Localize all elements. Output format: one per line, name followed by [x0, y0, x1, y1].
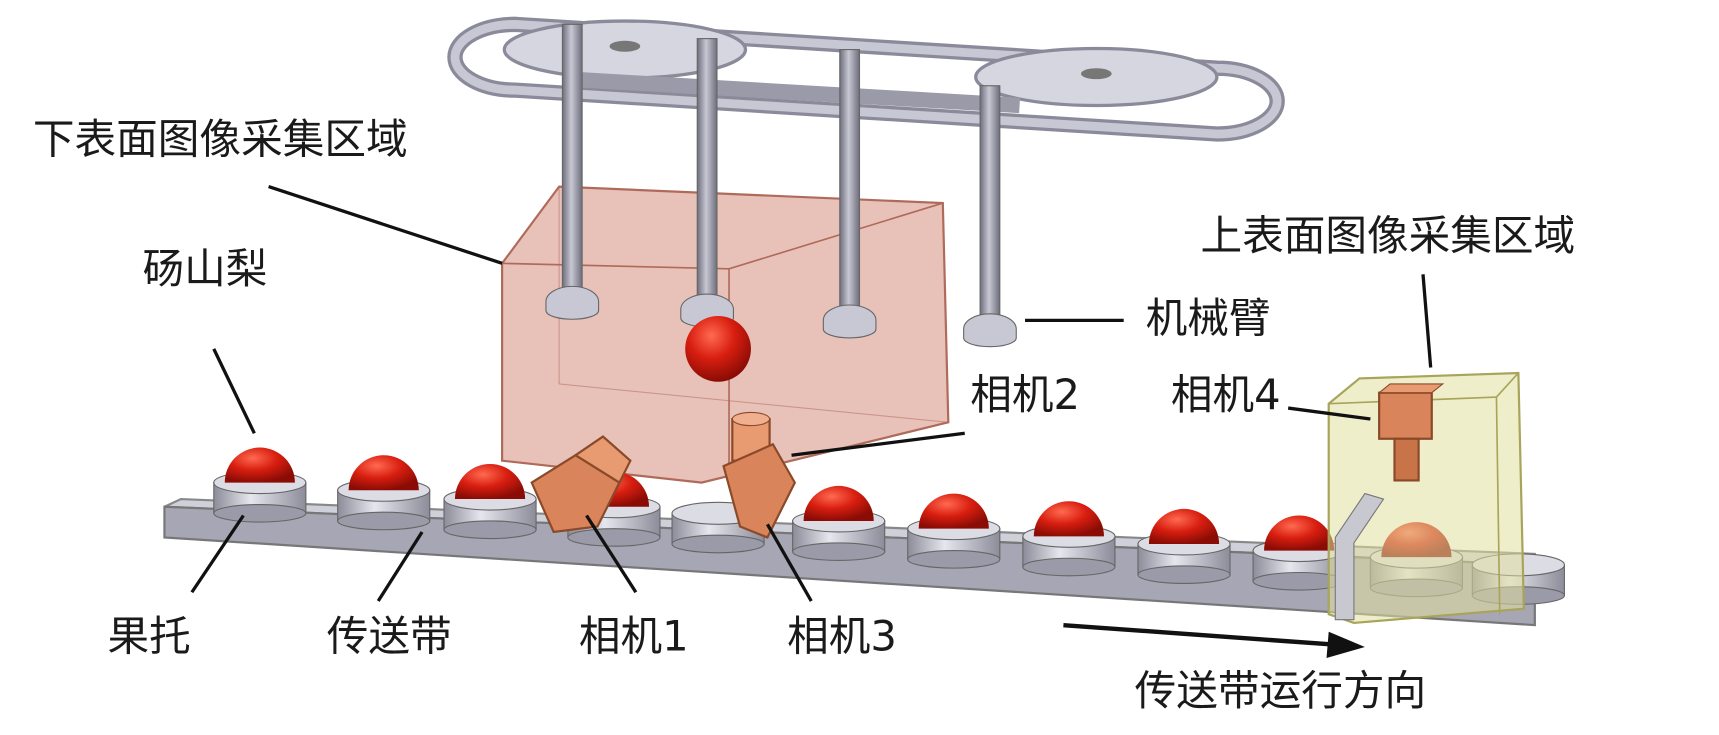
camera-1	[530, 435, 632, 534]
pear	[1033, 501, 1104, 537]
fruit-tray	[337, 455, 431, 531]
fruit-tray	[213, 447, 307, 523]
fruit-tray	[443, 463, 537, 540]
label-lower-surface-area: 下表面图像采集区域	[33, 115, 408, 164]
camera-4	[1377, 383, 1445, 482]
label-robot-arm: 机械臂	[1146, 293, 1271, 342]
fruit-tray	[792, 485, 886, 561]
fruit-tray	[1137, 508, 1231, 585]
label-conveyor-belt: 传送带	[327, 611, 452, 660]
robot-arm-4	[963, 85, 1017, 348]
label-camera-3: 相机3	[787, 611, 897, 660]
label-camera-4: 相机4	[1171, 370, 1281, 419]
label-fruit-tray: 果托	[107, 611, 190, 660]
robot-arm-2	[680, 38, 734, 328]
fruit-tray	[907, 493, 1001, 569]
pear	[918, 493, 989, 529]
camera-3	[722, 411, 797, 539]
pear	[803, 485, 874, 521]
pear	[454, 463, 526, 500]
pear	[1264, 515, 1335, 551]
upper-surface-area-box	[1327, 371, 1525, 625]
robot-arm-1	[545, 23, 600, 320]
label-camera-1: 相机1	[579, 611, 689, 660]
pear	[348, 455, 419, 491]
fruit-tray	[1022, 501, 1116, 577]
pear	[224, 447, 295, 483]
label-camera-2: 相机2	[970, 370, 1080, 419]
pear	[1148, 508, 1220, 545]
robot-arm-3	[822, 49, 877, 339]
label-upper-surface-area: 上表面图像采集区域	[1200, 211, 1575, 260]
direction-arrow	[1063, 622, 1365, 659]
label-conveyor-direction: 传送带运行方向	[1135, 666, 1426, 715]
held-pear	[685, 315, 751, 382]
robot-arms	[545, 23, 1017, 348]
label-pear: 砀山梨	[143, 244, 268, 293]
leader-lines	[190, 185, 1433, 602]
